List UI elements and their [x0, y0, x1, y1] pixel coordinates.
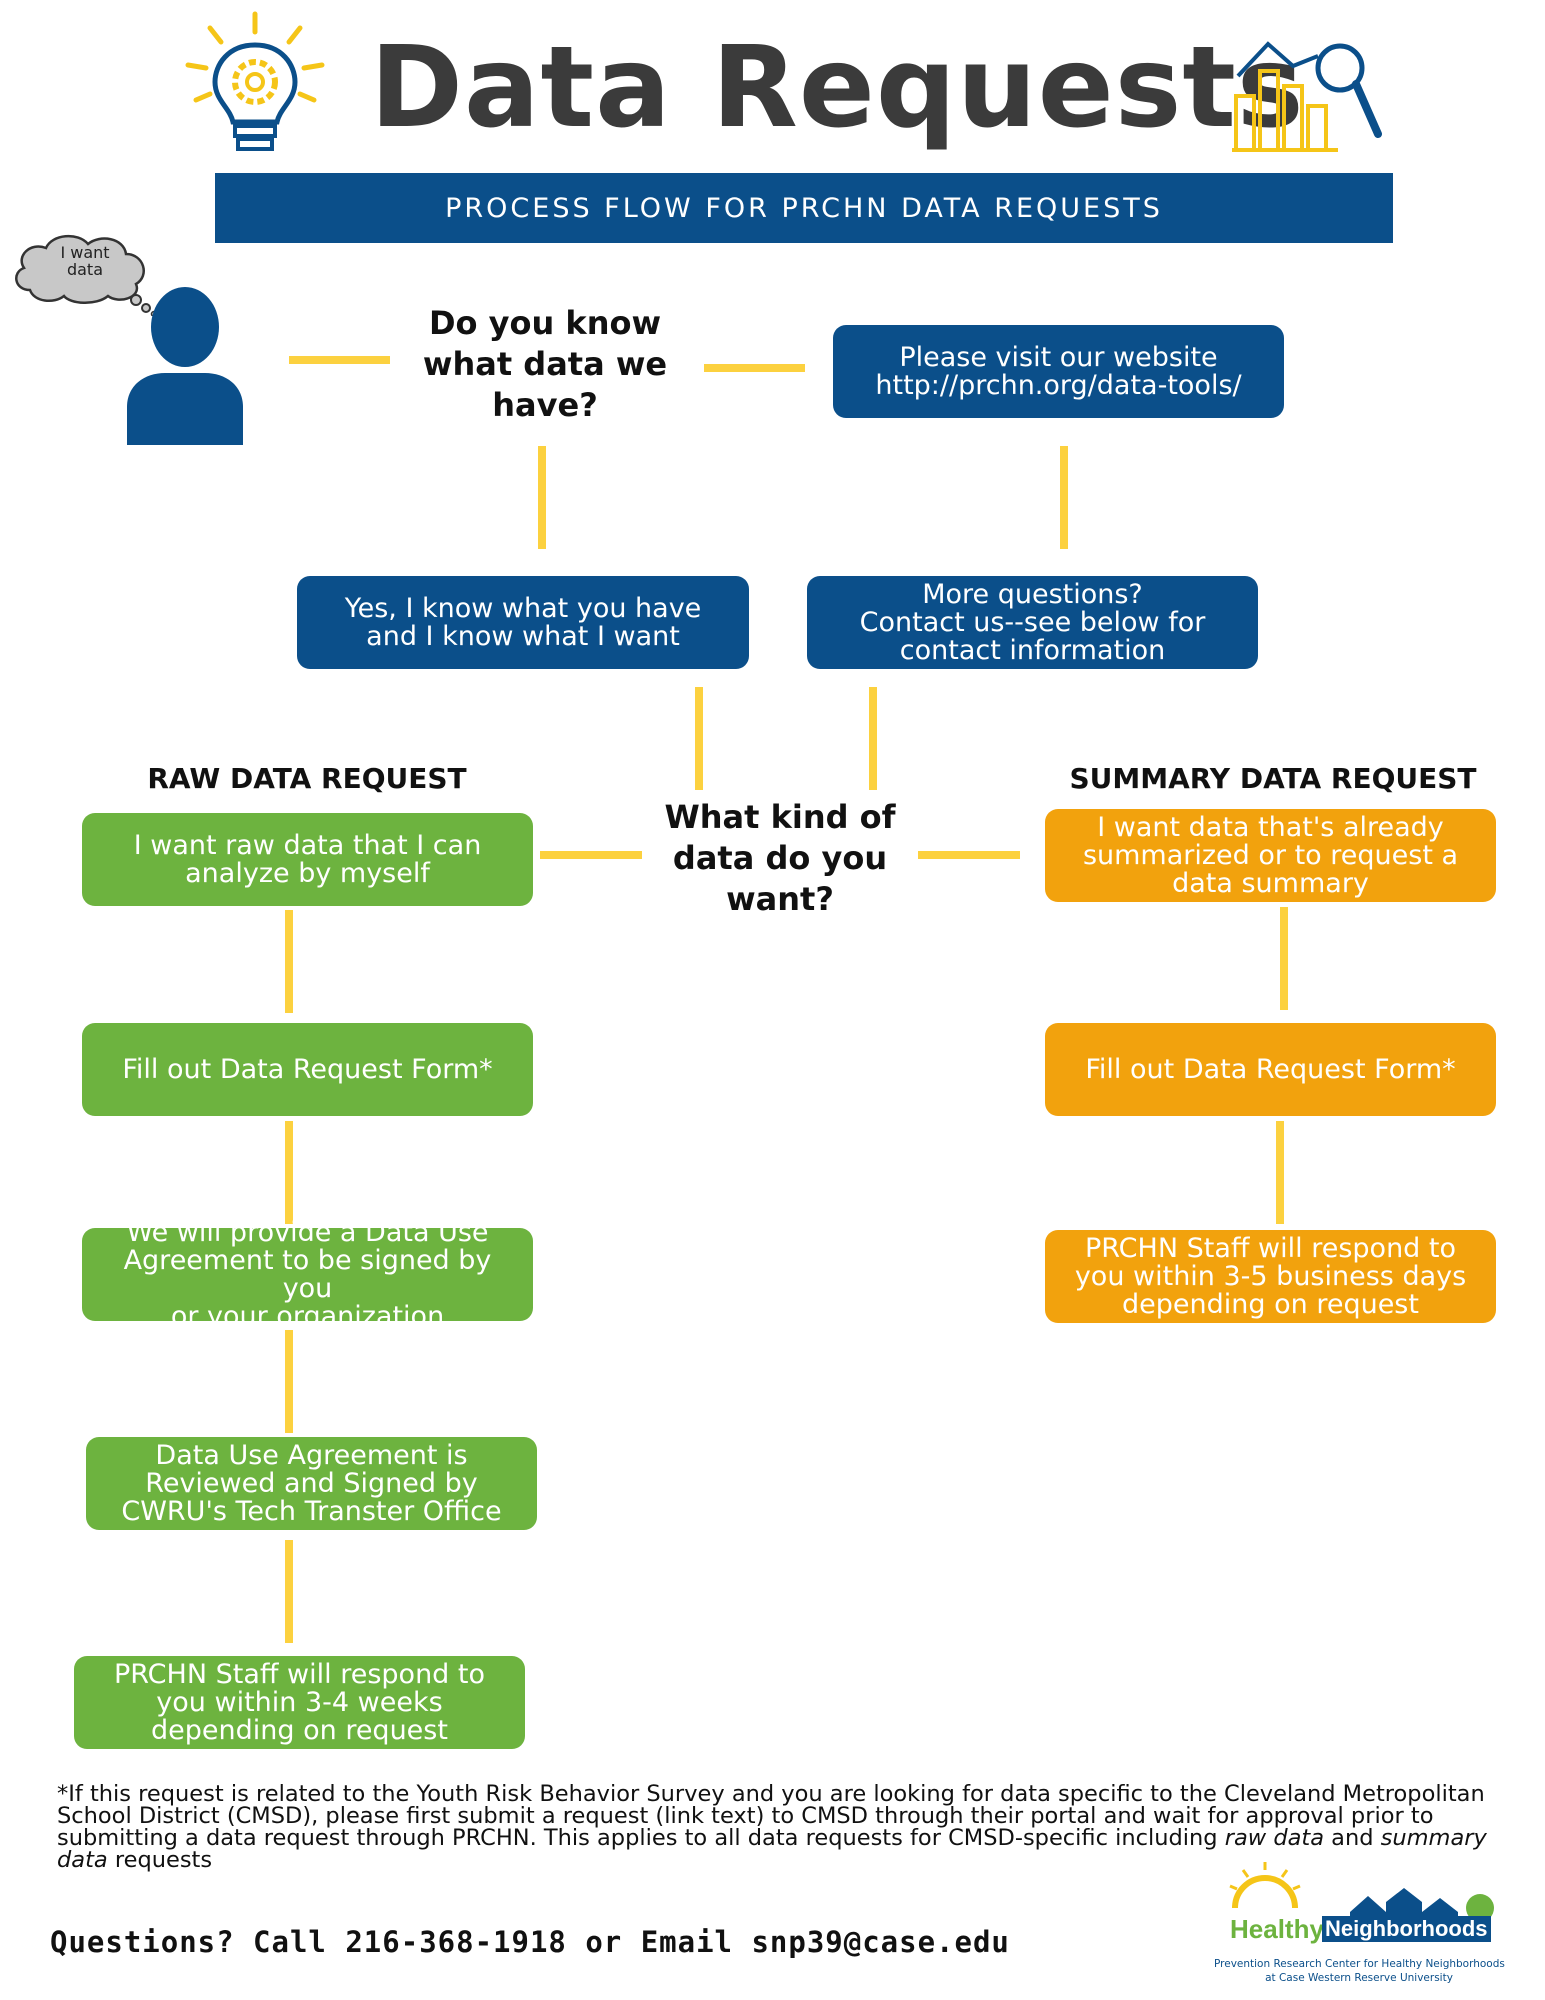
connector-line — [869, 687, 877, 790]
connector-line — [540, 851, 642, 859]
connector-line — [918, 851, 1020, 859]
lightbulb-gear-icon — [185, 11, 325, 151]
connector-line — [285, 1330, 293, 1433]
summary-step-2: Fill out Data Request Form* — [1045, 1023, 1496, 1116]
connector-line — [538, 446, 546, 549]
yes-know-box: Yes, I know what you have and I know wha… — [297, 576, 749, 669]
connector-line — [285, 910, 293, 1013]
logo-word-healthy: Healthy — [1230, 1914, 1324, 1944]
connector-line — [289, 356, 390, 364]
footnote-raw-data: raw data — [1224, 1825, 1325, 1851]
process-banner: PROCESS FLOW FOR PRCHN DATA REQUESTS — [215, 173, 1393, 243]
raw-step-2: Fill out Data Request Form* — [82, 1023, 533, 1116]
connector-line — [1280, 907, 1288, 1010]
visit-website-box: Please visit our website http://prchn.or… — [833, 325, 1284, 418]
logo-subtitle-1: Prevention Research Center for Healthy N… — [1214, 1958, 1505, 1970]
thought-bubble-text: I want data — [60, 243, 110, 279]
raw-step-3: We will provide a Data Use Agreement to … — [82, 1218, 533, 1330]
connector-line — [285, 1540, 293, 1643]
question-know-data: Do you know what data we have? — [422, 304, 668, 424]
connector-line — [695, 687, 703, 790]
logo-subtitle-2: at Case Western Reserve University — [1265, 1972, 1453, 1984]
person-icon — [127, 287, 243, 445]
raw-step-4: Data Use Agreement is Reviewed and Signe… — [86, 1437, 537, 1530]
raw-step-1: I want raw data that I can analyze by my… — [82, 813, 533, 906]
connector-line — [285, 1121, 293, 1224]
more-questions-box: More questions? Contact us--see below fo… — [807, 576, 1258, 669]
page-title: Data Requests — [370, 23, 1305, 153]
question-kind-data: What kind of data do you want? — [664, 798, 896, 918]
summary-data-heading: SUMMARY DATA REQUEST — [1069, 762, 1477, 795]
logo-word-neighborhoods: Neighborhoods — [1322, 1916, 1491, 1942]
healthy-neighborhoods-logo: Healthy Neighborhoods Prevention Researc… — [1200, 1860, 1505, 1990]
connector-line — [704, 364, 805, 372]
footnote-summary-data: summary data — [57, 1825, 1487, 1873]
connector-line — [1276, 1121, 1284, 1224]
footnote: *If this request is related to the Youth… — [57, 1781, 1487, 1873]
raw-step-5: PRCHN Staff will respond to you within 3… — [74, 1656, 525, 1749]
summary-step-3: PRCHN Staff will respond to you within 3… — [1045, 1230, 1496, 1323]
contact-line: Questions? Call 216-368-1918 or Email sn… — [50, 1925, 1010, 1959]
connector-line — [1060, 446, 1068, 549]
sun-icon — [1229, 1862, 1301, 1909]
thought-bubble — [15, 235, 158, 316]
summary-step-1: I want data that's already summarized or… — [1045, 809, 1496, 902]
raw-data-heading: RAW DATA REQUEST — [147, 762, 467, 795]
bar-chart-magnifier-icon — [1232, 41, 1382, 152]
